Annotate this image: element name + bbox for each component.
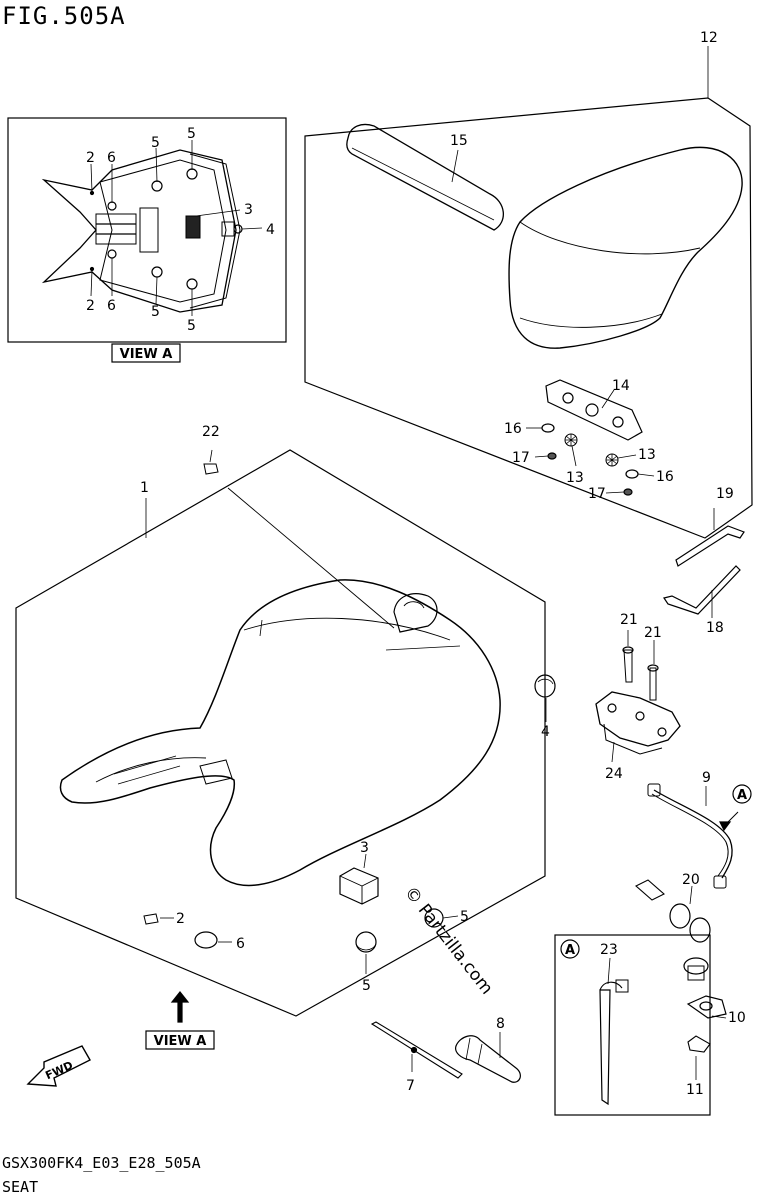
circle-a-arrow-label: A (737, 788, 747, 803)
seat-assembly-12-group (304, 46, 753, 539)
view-callout-4: 4 (266, 222, 275, 238)
watermark: © Partzilla.com (400, 883, 497, 999)
callout-17b: 17 (588, 486, 606, 502)
callout-12: 12 (700, 30, 718, 46)
callout-19: 19 (716, 486, 734, 502)
callout-23: 23 (600, 942, 618, 958)
circle-a-inset-label: A (565, 943, 575, 958)
view-callout-5d: 5 (187, 318, 196, 334)
view-callout-5c: 5 (151, 304, 160, 320)
callout-5a: 5 (362, 978, 371, 994)
callout-11: 11 (686, 1082, 704, 1098)
callout-16b: 16 (656, 469, 674, 485)
callout-16a: 16 (504, 421, 522, 437)
model-code: GSX300FK4_E03_E28_505A (2, 1154, 201, 1172)
callout-6: 6 (236, 936, 245, 952)
callout-17a: 17 (512, 450, 530, 466)
callout-8: 8 (496, 1016, 505, 1032)
callout-14: 14 (612, 378, 630, 394)
callout-10: 10 (728, 1010, 746, 1026)
view-callout-5b: 5 (187, 126, 196, 142)
figure-title: FIG.505A (2, 2, 126, 30)
hex-keys-18-19 (663, 508, 745, 618)
callout-22: 22 (202, 424, 220, 440)
callout-18: 18 (706, 620, 724, 636)
callout-13a: 13 (566, 470, 584, 486)
view-a-label-bottom: VIEW A (154, 1034, 207, 1049)
seat-lock-set-20 (635, 879, 727, 1080)
seat-assembly-1-group (15, 449, 556, 1050)
callout-15: 15 (450, 133, 468, 149)
callout-9: 9 (702, 770, 711, 786)
inset-a-detail (554, 934, 711, 1116)
view-callout-6b: 6 (107, 298, 116, 314)
callout-1: 1 (140, 480, 149, 496)
view-callout-2b: 2 (86, 298, 95, 314)
callout-7: 7 (406, 1078, 415, 1094)
view-callout-3: 3 (244, 202, 253, 218)
view-callout-2a: 2 (86, 150, 95, 166)
section-name: SEAT (2, 1178, 39, 1196)
callout-5b: 5 (460, 909, 469, 925)
callout-21b: 21 (644, 625, 662, 641)
view-a-inset (7, 117, 287, 363)
callout-3: 3 (360, 840, 369, 856)
callout-21a: 21 (620, 612, 638, 628)
callout-13b: 13 (638, 447, 656, 463)
view-a-label-top: VIEW A (120, 347, 173, 362)
view-callout-5a: 5 (151, 135, 160, 151)
callout-20: 20 (682, 872, 700, 888)
fwd-arrow (26, 1045, 91, 1087)
callout-4: 4 (541, 724, 550, 740)
tools-7-8 (370, 1021, 521, 1083)
lock-bracket-24 (595, 630, 681, 763)
callout-labels: 2 6 5 5 3 4 2 6 5 5 12 15 14 16 13 17 13… (43, 30, 747, 1098)
view-callout-6a: 6 (107, 150, 116, 166)
seat-lock-cable-9 (647, 783, 752, 889)
callout-24: 24 (605, 766, 623, 782)
callout-2: 2 (176, 911, 185, 927)
